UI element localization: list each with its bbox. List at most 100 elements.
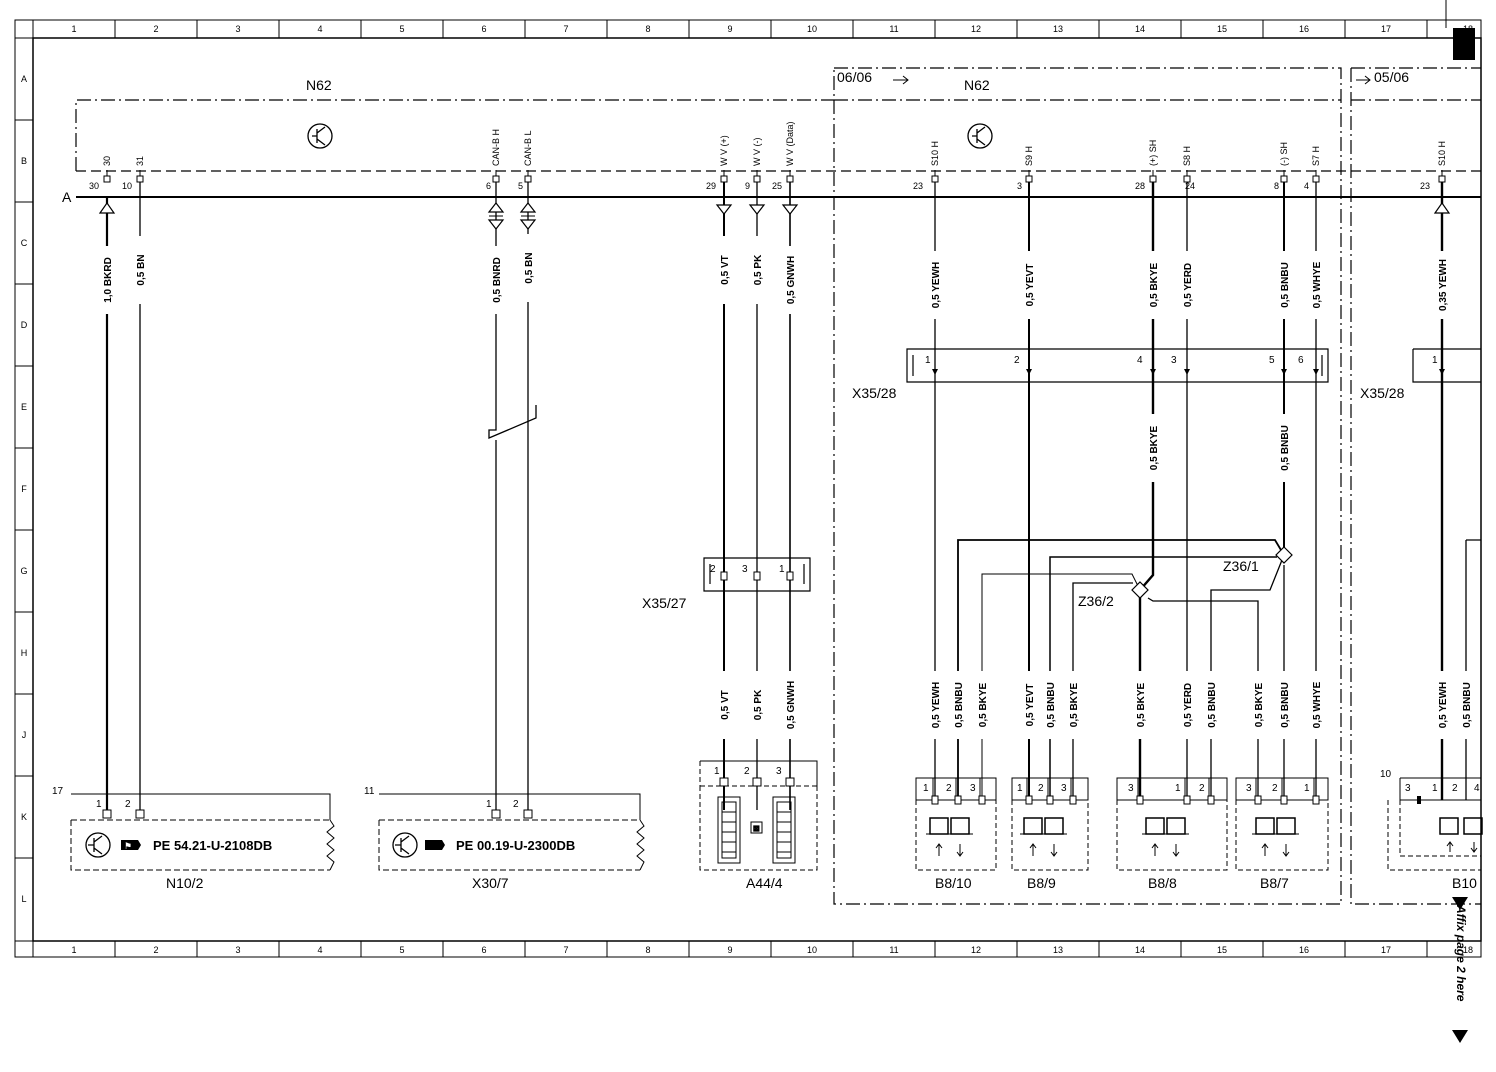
svg-text:⊠: ⊠ [753,824,760,833]
module-pin [136,170,144,183]
grid-row-label: B [21,156,27,166]
affix-note-text: Affix page 2 here [1454,904,1468,1002]
transistor-icon [85,832,111,858]
grid-col-label: 8 [645,24,650,34]
module-pin-number: 23 [1420,181,1430,191]
module-pin-number: 23 [913,181,923,191]
grid-col-label: 6 [481,945,486,955]
module-pin [1280,170,1288,183]
pin-label: 3 [1246,783,1252,794]
grid-col-label: 3 [235,24,240,34]
component-label-n10-2: N10/2 [166,875,204,891]
component-label-a44-4: A44/4 [746,875,783,891]
pin-label: 1 [1017,783,1023,794]
grid-col-label: 5 [399,24,404,34]
pin-label: 3 [970,783,976,794]
connector-x35-28-next [1412,348,1481,383]
pin-label: 1 [1432,355,1438,366]
corner-marker [1453,28,1475,60]
grid-row-label: C [21,238,28,248]
triangle-down-icon [1452,1030,1468,1043]
grid-col-label: 7 [563,24,568,34]
arrow-up-icon [1446,841,1454,852]
arrow-down-icon [956,844,964,857]
arrow-up-icon [1261,843,1269,856]
splice-z36-2-icon [1131,581,1149,599]
wire-label: 0,5 BNBU [1280,262,1291,308]
wire-label: 0,5 GNWH [786,256,797,304]
module-signal-name: CAN-B L [523,130,533,166]
pin-mark [491,809,501,819]
arrow-down-icon [748,204,766,215]
arrow-down-icon [781,204,799,215]
wire-label: 0,5 BNBU [1280,682,1291,728]
connector-x35-28-label: X35/28 [852,385,897,401]
component-label-b8-10: B8/10 [935,875,972,891]
grid-frame [14,19,1482,958]
arrow-up-icon [935,843,943,856]
component-ref: 11 [364,786,375,797]
grid-col-label: 11 [889,945,898,955]
pin-mark [1313,369,1319,375]
wire-label: 0,5 BKYE [978,682,989,727]
grid-col-label: 9 [727,24,732,34]
arrow-up-icon [1433,201,1451,214]
grid-col-label: 18 [1463,945,1473,955]
module-pin-number: 10 [122,181,132,191]
pin-label: 1 [714,766,720,777]
arrow-down-icon [1050,844,1058,857]
pin-label: 3 [1128,783,1134,794]
pin-label: 4 [1474,783,1480,794]
page-ref-out: 05/06 [1374,69,1409,85]
pin-label: 3 [1061,783,1067,794]
pin-mark [102,809,112,819]
pin-label: 3 [776,766,782,777]
wire-label: 0,5 BN [524,252,535,283]
module-n62-right: N62 [964,77,990,93]
wire-label: 0,5 BKYE [1136,682,1147,727]
grid-col-label: 14 [1135,24,1145,34]
component-label-b8-9: B8/9 [1027,875,1056,891]
wire-label: 0,5 BN [136,254,147,285]
module-signal-name: S10 H [930,141,940,166]
grid-col-label: 17 [1381,24,1391,34]
grid-col-label: 7 [563,945,568,955]
grid-col-label: 12 [971,24,981,34]
grid-col-label: 13 [1053,24,1063,34]
wire-label: 0,5 BKYE [1149,262,1160,307]
module-signal-name: CAN-B H [491,129,501,166]
pin-label: 2 [513,799,519,810]
pin-label: 1 [923,783,929,794]
pe-reference: PE 00.19-U-2300DB [456,838,575,853]
wire-label: 0,5 BKYE [1069,682,1080,727]
grid-col-label: 1 [71,945,76,955]
wire-label: 0,5 WHYE [1312,681,1323,728]
arrow-right-icon [1356,75,1371,85]
module-signal-name: (+) SH [1148,140,1158,166]
wire-label: 0,5 YERD [1183,683,1194,727]
grid-col-label: 2 [153,945,158,955]
connector-x35-28 [906,348,1329,383]
grid-col-label: 17 [1381,945,1391,955]
component-x30-7: PE 00.19-U-2300DB [378,793,645,871]
grid-row-label: F [21,484,27,494]
wire-label: 0,5 YEVT [1025,264,1036,307]
module-pin [1438,170,1446,183]
pe-reference: PE 54.21-U-2108DB [153,838,272,853]
splice-z36-1-icon [1275,546,1293,564]
module-signal-name: S9 H [1024,146,1034,166]
pin-label: 5 [1269,355,1275,366]
module-pin-number: 29 [706,181,716,191]
module-signal-name: W V (Data) [785,121,795,166]
wire-label: 0,5 YEWH [1438,682,1449,729]
module-signal-name: S7 H [1311,146,1321,166]
arrow-down-icon [715,204,733,215]
grid-row-ticks [15,37,33,859]
